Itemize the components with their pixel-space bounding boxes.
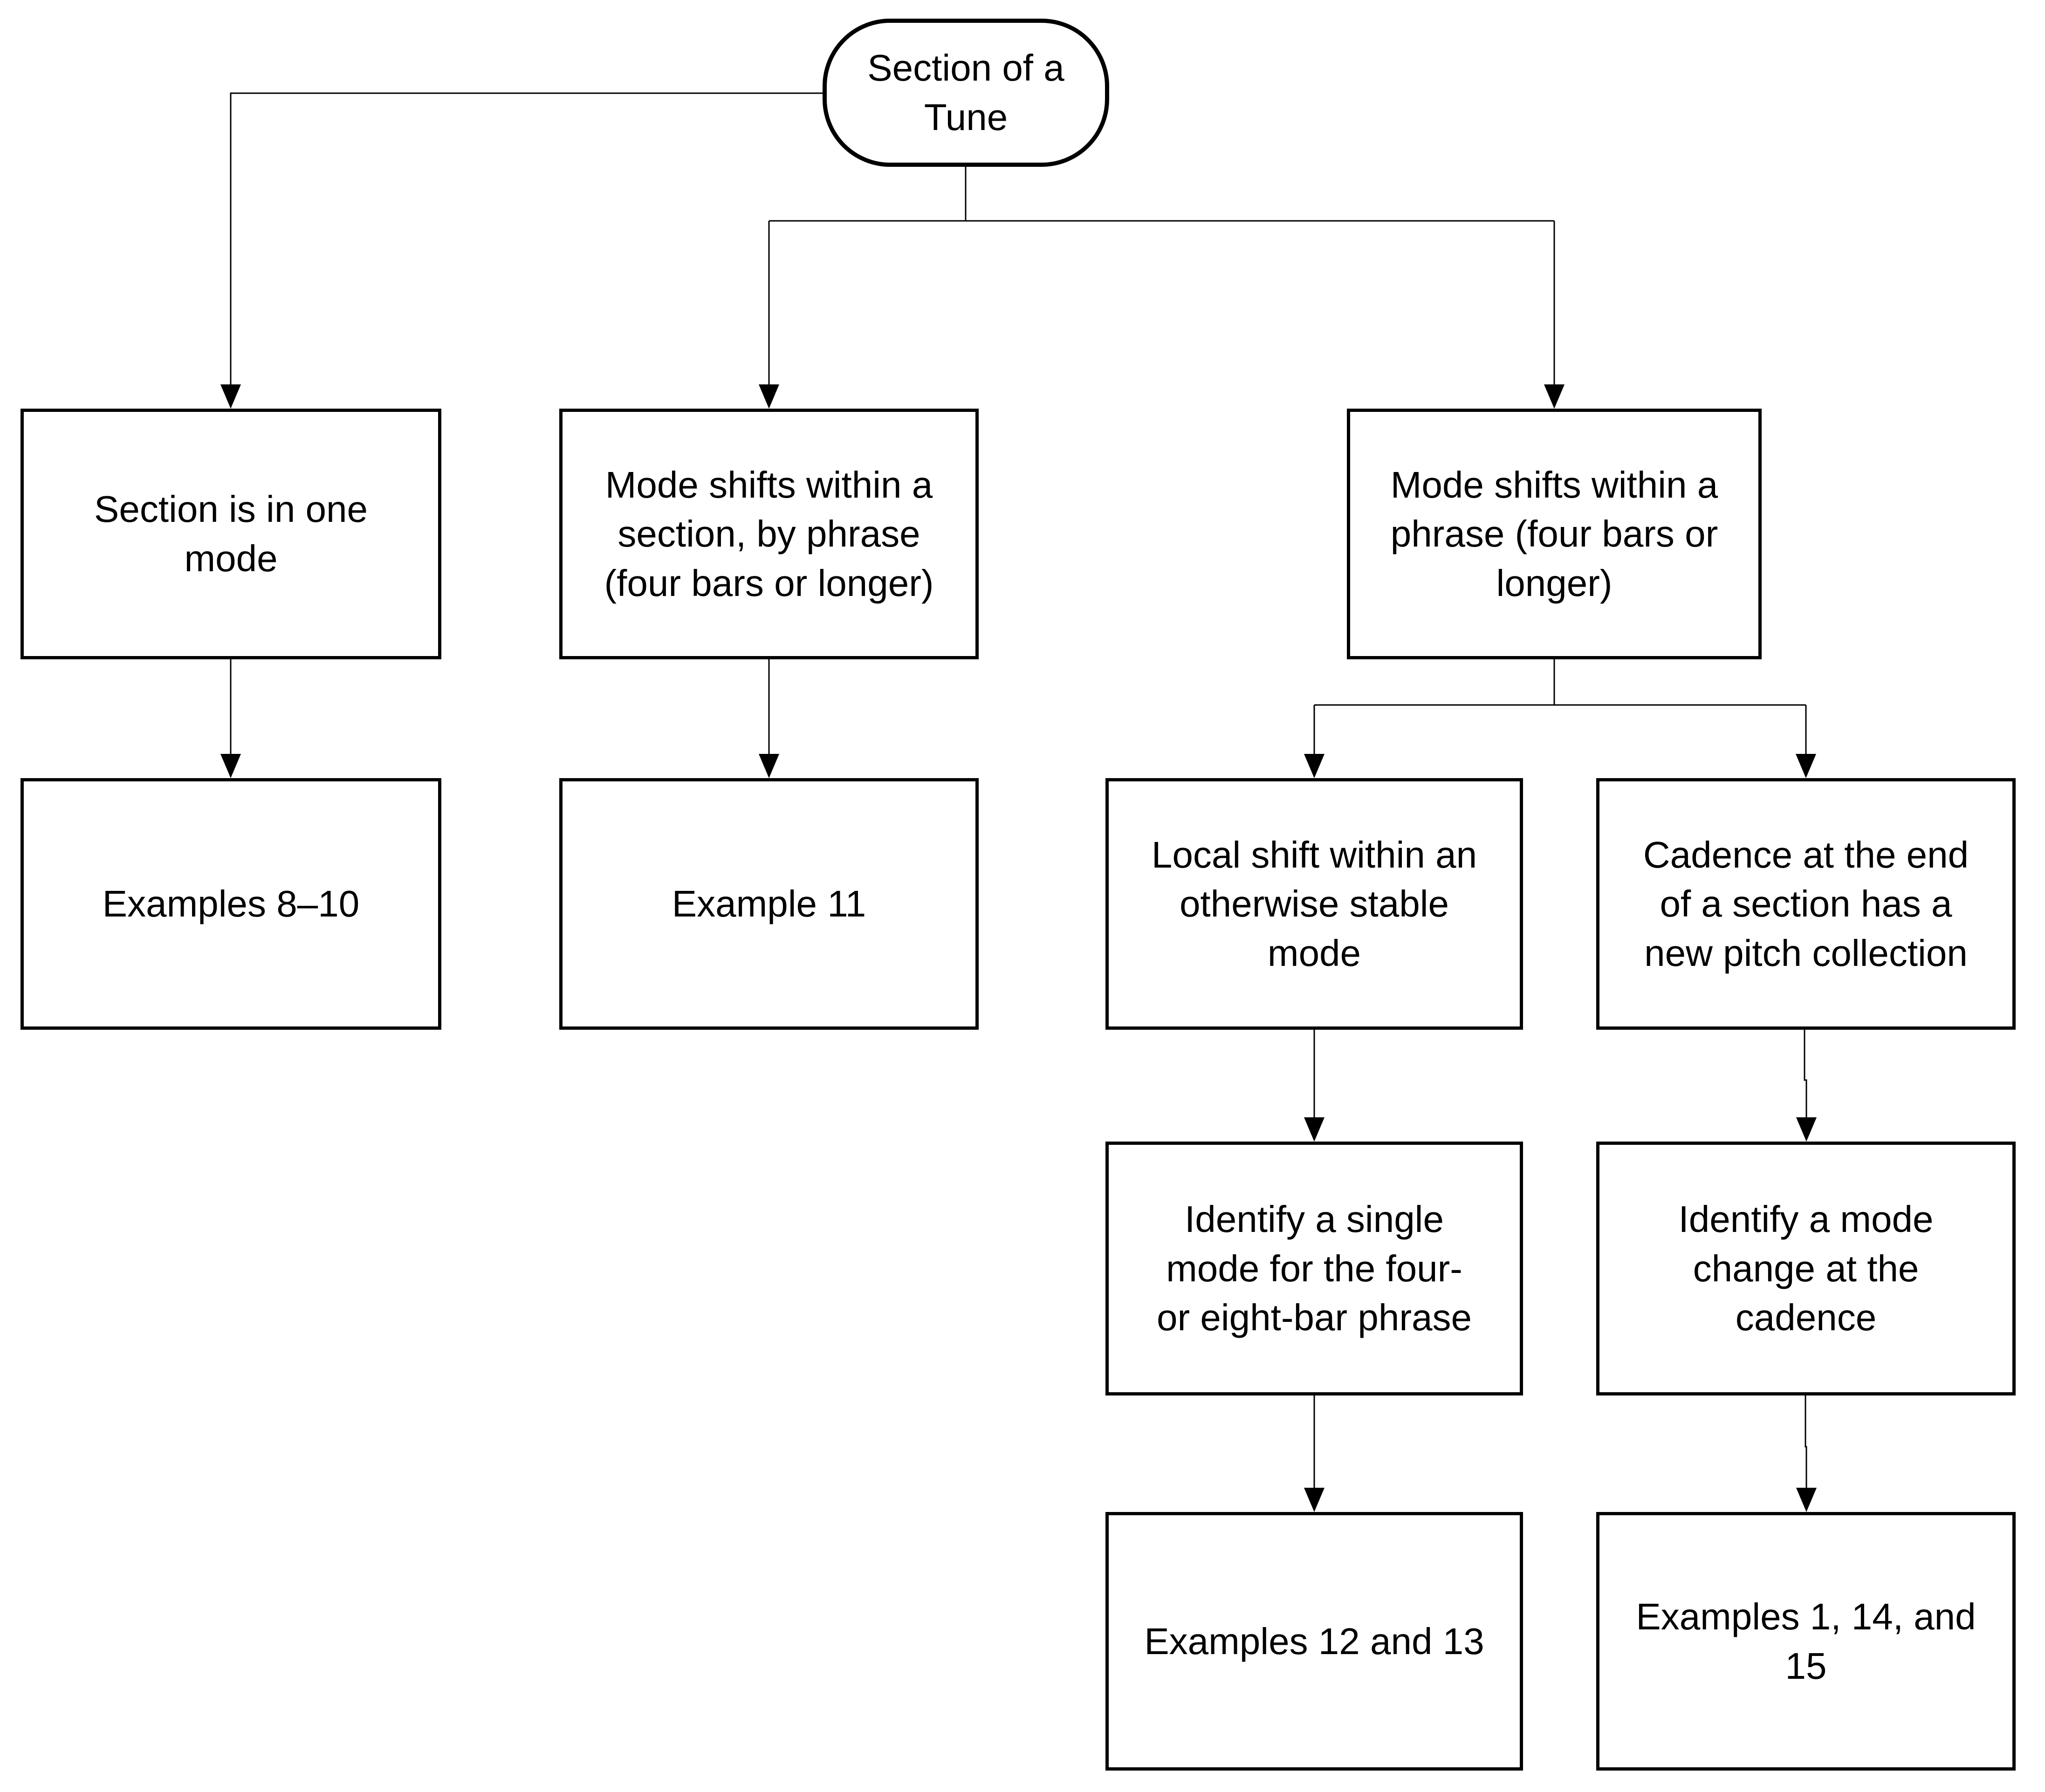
- node-section-is-in-one-mode: Section is in one mode: [21, 409, 441, 659]
- arrowhead: [1544, 384, 1565, 409]
- connector-local-shift-down: [1304, 1030, 1324, 1142]
- node-label: Mode shifts within a section, by phrase …: [604, 464, 934, 604]
- node-identify-mode-change-cadence: Identify a mode change at the cadence: [1596, 1142, 2016, 1395]
- node-section-of-a-tune: Section of a Tune: [823, 19, 1109, 167]
- node-label: Examples 1, 14, and 15: [1636, 1595, 1976, 1687]
- node-label: Example 11: [672, 883, 866, 925]
- arrowhead: [759, 754, 779, 778]
- arrowhead: [1304, 1488, 1324, 1512]
- arrowhead: [1304, 754, 1324, 778]
- node-local-shift-stable-mode: Local shift within an otherwise stable m…: [1105, 778, 1523, 1030]
- node-label: Section of a Tune: [867, 47, 1064, 138]
- node-label: Examples 8–10: [102, 883, 360, 925]
- connector-single-mode-down: [1304, 1395, 1324, 1512]
- connector-section-shift-to-example11: [759, 659, 779, 778]
- node-label: Section is in one mode: [94, 488, 368, 579]
- node-cadence-new-pitch-collection: Cadence at the end of a section has a ne…: [1596, 778, 2016, 1030]
- node-label: Mode shifts within a phrase (four bars o…: [1390, 464, 1718, 604]
- node-label: Identify a mode change at the cadence: [1678, 1198, 1934, 1339]
- connector-one-mode-to-examples: [220, 659, 241, 778]
- node-mode-shifts-within-section: Mode shifts within a section, by phrase …: [559, 409, 979, 659]
- node-label: Local shift within an otherwise stable m…: [1151, 834, 1477, 974]
- node-examples-8-10: Examples 8–10: [21, 778, 441, 1030]
- arrowhead: [1304, 1117, 1324, 1142]
- arrowhead: [759, 384, 779, 409]
- arrowhead: [1796, 1488, 1817, 1512]
- connector-mode-change-down: [1796, 1395, 1817, 1512]
- node-examples-12-13: Examples 12 and 13: [1105, 1512, 1523, 1771]
- connector-root-split: [759, 167, 1565, 409]
- node-label: Cadence at the end of a section has a ne…: [1643, 834, 1969, 974]
- node-mode-shifts-within-phrase: Mode shifts within a phrase (four bars o…: [1347, 409, 1762, 659]
- arrowhead: [1796, 754, 1816, 778]
- node-example-11: Example 11: [559, 778, 979, 1030]
- arrowhead: [220, 384, 241, 409]
- arrowhead: [220, 754, 241, 778]
- node-identify-single-mode: Identify a single mode for the four- or …: [1105, 1142, 1523, 1395]
- arrowhead: [1796, 1117, 1817, 1142]
- node-label: Examples 12 and 13: [1144, 1620, 1484, 1662]
- connector-phrase-split: [1304, 659, 1816, 778]
- connector-cadence-down: [1796, 1030, 1817, 1142]
- node-label: Identify a single mode for the four- or …: [1157, 1198, 1472, 1339]
- connector-root-to-one-mode: [220, 92, 823, 409]
- node-examples-1-14-15: Examples 1, 14, and 15: [1596, 1512, 2016, 1771]
